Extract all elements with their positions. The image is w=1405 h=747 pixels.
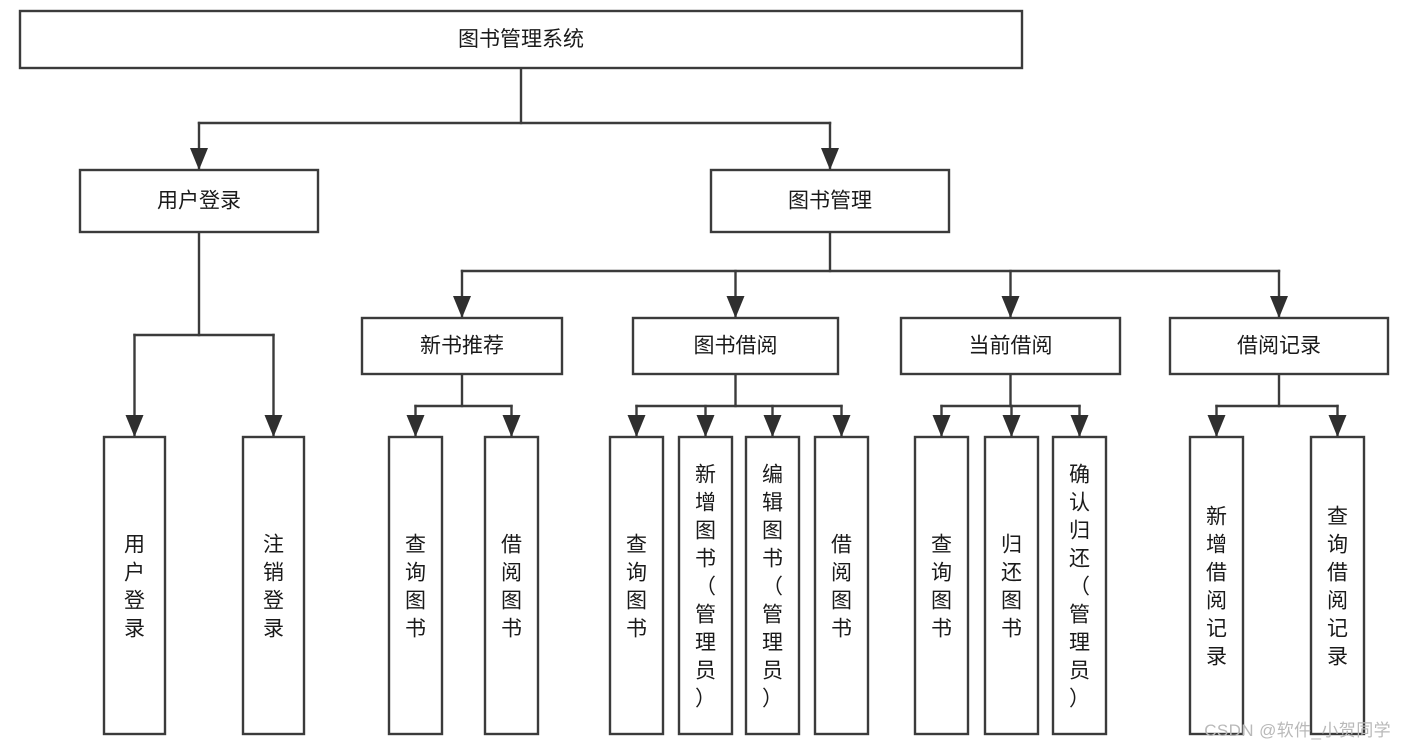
arrow-head-icon <box>696 415 715 437</box>
node-leaf-leaf-query-book-2-box <box>608 435 665 736</box>
arrow-head-icon <box>125 415 144 437</box>
arrow-head-icon <box>1001 296 1020 318</box>
node-leaf-leaf-add-book-label: 新增图书（管理员） <box>695 463 716 710</box>
node-level3-book-borrow-label: 图书借阅 <box>694 335 778 358</box>
node-leaf-leaf-user-login-label: 用户登录 <box>124 533 145 640</box>
arrow-head-icon <box>1270 296 1288 318</box>
node-leaf-leaf-add-book-box <box>677 435 734 736</box>
csdn-watermark: CSDN @软件_小贺同学 <box>1204 721 1391 740</box>
node-level3-new-book-recommend-box <box>360 316 564 376</box>
node-root-system-box <box>18 9 1024 70</box>
node-level3-new-book-recommend-label: 新书推荐 <box>420 335 504 358</box>
node-leaf-leaf-add-record-label: 新增借阅记录 <box>1206 505 1227 668</box>
node-level3-current-borrow-box <box>899 316 1122 376</box>
connector-layer <box>125 66 1347 439</box>
node-level3-borrow-record-label: 借阅记录 <box>1237 335 1321 358</box>
node-layer: 图书管理系统用户登录图书管理用户登录注销登录新书推荐查询图书借阅图书图书借阅查询… <box>18 9 1390 736</box>
node-level2-user-login-box <box>78 168 320 234</box>
node-leaf-leaf-edit-book-label: 编辑图书（管理员） <box>762 463 783 710</box>
node-leaf-leaf-edit-book-box <box>744 435 801 736</box>
node-leaf-leaf-add-record-box <box>1188 435 1245 736</box>
node-leaf-leaf-query-book-3-label: 查询图书 <box>931 533 952 640</box>
arrow-head-icon <box>763 415 782 437</box>
arrow-head-icon <box>1328 415 1347 437</box>
node-leaf-leaf-edit-book[interactable]: 编辑图书（管理员） <box>744 435 801 736</box>
arrow-head-icon <box>1207 415 1226 437</box>
node-level3-current-borrow-label: 当前借阅 <box>969 335 1053 358</box>
arrow-head-icon <box>1002 415 1021 437</box>
node-level2-user-login-label: 用户登录 <box>157 190 241 213</box>
node-leaf-leaf-borrow-book-2-box <box>813 435 870 736</box>
node-leaf-leaf-return-book-label: 归还图书 <box>1001 533 1022 640</box>
node-level3-new-book-recommend[interactable]: 新书推荐 <box>360 316 564 376</box>
arrow-head-icon <box>264 415 283 437</box>
node-level2-user-login[interactable]: 用户登录 <box>78 168 320 234</box>
arrow-head-icon <box>832 415 851 437</box>
node-leaf-leaf-return-book-box <box>983 435 1040 736</box>
node-leaf-leaf-query-book-1-label: 查询图书 <box>405 533 426 640</box>
arrow-head-icon <box>502 415 521 437</box>
node-leaf-leaf-query-book-1-box <box>387 435 444 736</box>
arrow-head-icon <box>453 296 471 318</box>
node-leaf-leaf-borrow-book-1[interactable]: 借阅图书 <box>483 435 540 736</box>
node-leaf-leaf-user-logout-box <box>241 435 306 736</box>
node-leaf-leaf-add-book[interactable]: 新增图书（管理员） <box>677 435 734 736</box>
node-leaf-leaf-borrow-book-2[interactable]: 借阅图书 <box>813 435 870 736</box>
node-level3-borrow-record[interactable]: 借阅记录 <box>1168 316 1390 376</box>
node-leaf-leaf-confirm-return-label: 确认归还（管理员） <box>1069 463 1090 710</box>
node-leaf-leaf-borrow-book-1-label: 借阅图书 <box>501 533 522 640</box>
node-leaf-leaf-query-book-3-box <box>913 435 970 736</box>
node-leaf-leaf-user-logout-label: 注销登录 <box>263 533 284 640</box>
arrow-head-icon <box>821 148 839 170</box>
arrow-head-icon <box>1070 415 1089 437</box>
node-leaf-leaf-borrow-book-1-box <box>483 435 540 736</box>
node-level3-book-borrow-box <box>631 316 840 376</box>
arrow-head-icon <box>627 415 646 437</box>
node-leaf-leaf-user-login-box <box>102 435 167 736</box>
arrow-head-icon <box>190 148 208 170</box>
node-leaf-leaf-user-logout[interactable]: 注销登录 <box>241 435 306 736</box>
node-leaf-leaf-add-record[interactable]: 新增借阅记录 <box>1188 435 1245 736</box>
node-leaf-leaf-borrow-book-2-label: 借阅图书 <box>831 533 852 640</box>
node-root-system-label: 图书管理系统 <box>458 28 584 51</box>
node-level2-book-management-box <box>709 168 951 234</box>
arrow-head-icon <box>726 296 745 318</box>
node-leaf-leaf-query-book-2-label: 查询图书 <box>626 533 647 640</box>
node-leaf-leaf-return-book[interactable]: 归还图书 <box>983 435 1040 736</box>
node-level2-book-management-label: 图书管理 <box>788 190 872 213</box>
node-leaf-leaf-query-book-1[interactable]: 查询图书 <box>387 435 444 736</box>
node-leaf-leaf-query-record[interactable]: 查询借阅记录 <box>1309 435 1366 736</box>
node-leaf-leaf-confirm-return[interactable]: 确认归还（管理员） <box>1051 435 1108 736</box>
arrow-head-icon <box>932 415 951 437</box>
node-leaf-leaf-query-record-box <box>1309 435 1366 736</box>
node-leaf-leaf-query-record-label: 查询借阅记录 <box>1327 505 1348 668</box>
arrow-head-icon <box>406 415 425 437</box>
node-level3-borrow-record-box <box>1168 316 1390 376</box>
node-level3-book-borrow[interactable]: 图书借阅 <box>631 316 840 376</box>
node-root-system[interactable]: 图书管理系统 <box>18 9 1024 70</box>
node-level3-current-borrow[interactable]: 当前借阅 <box>899 316 1122 376</box>
node-leaf-leaf-query-book-2[interactable]: 查询图书 <box>608 435 665 736</box>
node-leaf-leaf-query-book-3[interactable]: 查询图书 <box>913 435 970 736</box>
node-leaf-leaf-confirm-return-box <box>1051 435 1108 736</box>
node-leaf-leaf-user-login[interactable]: 用户登录 <box>102 435 167 736</box>
node-level2-book-management[interactable]: 图书管理 <box>709 168 951 234</box>
